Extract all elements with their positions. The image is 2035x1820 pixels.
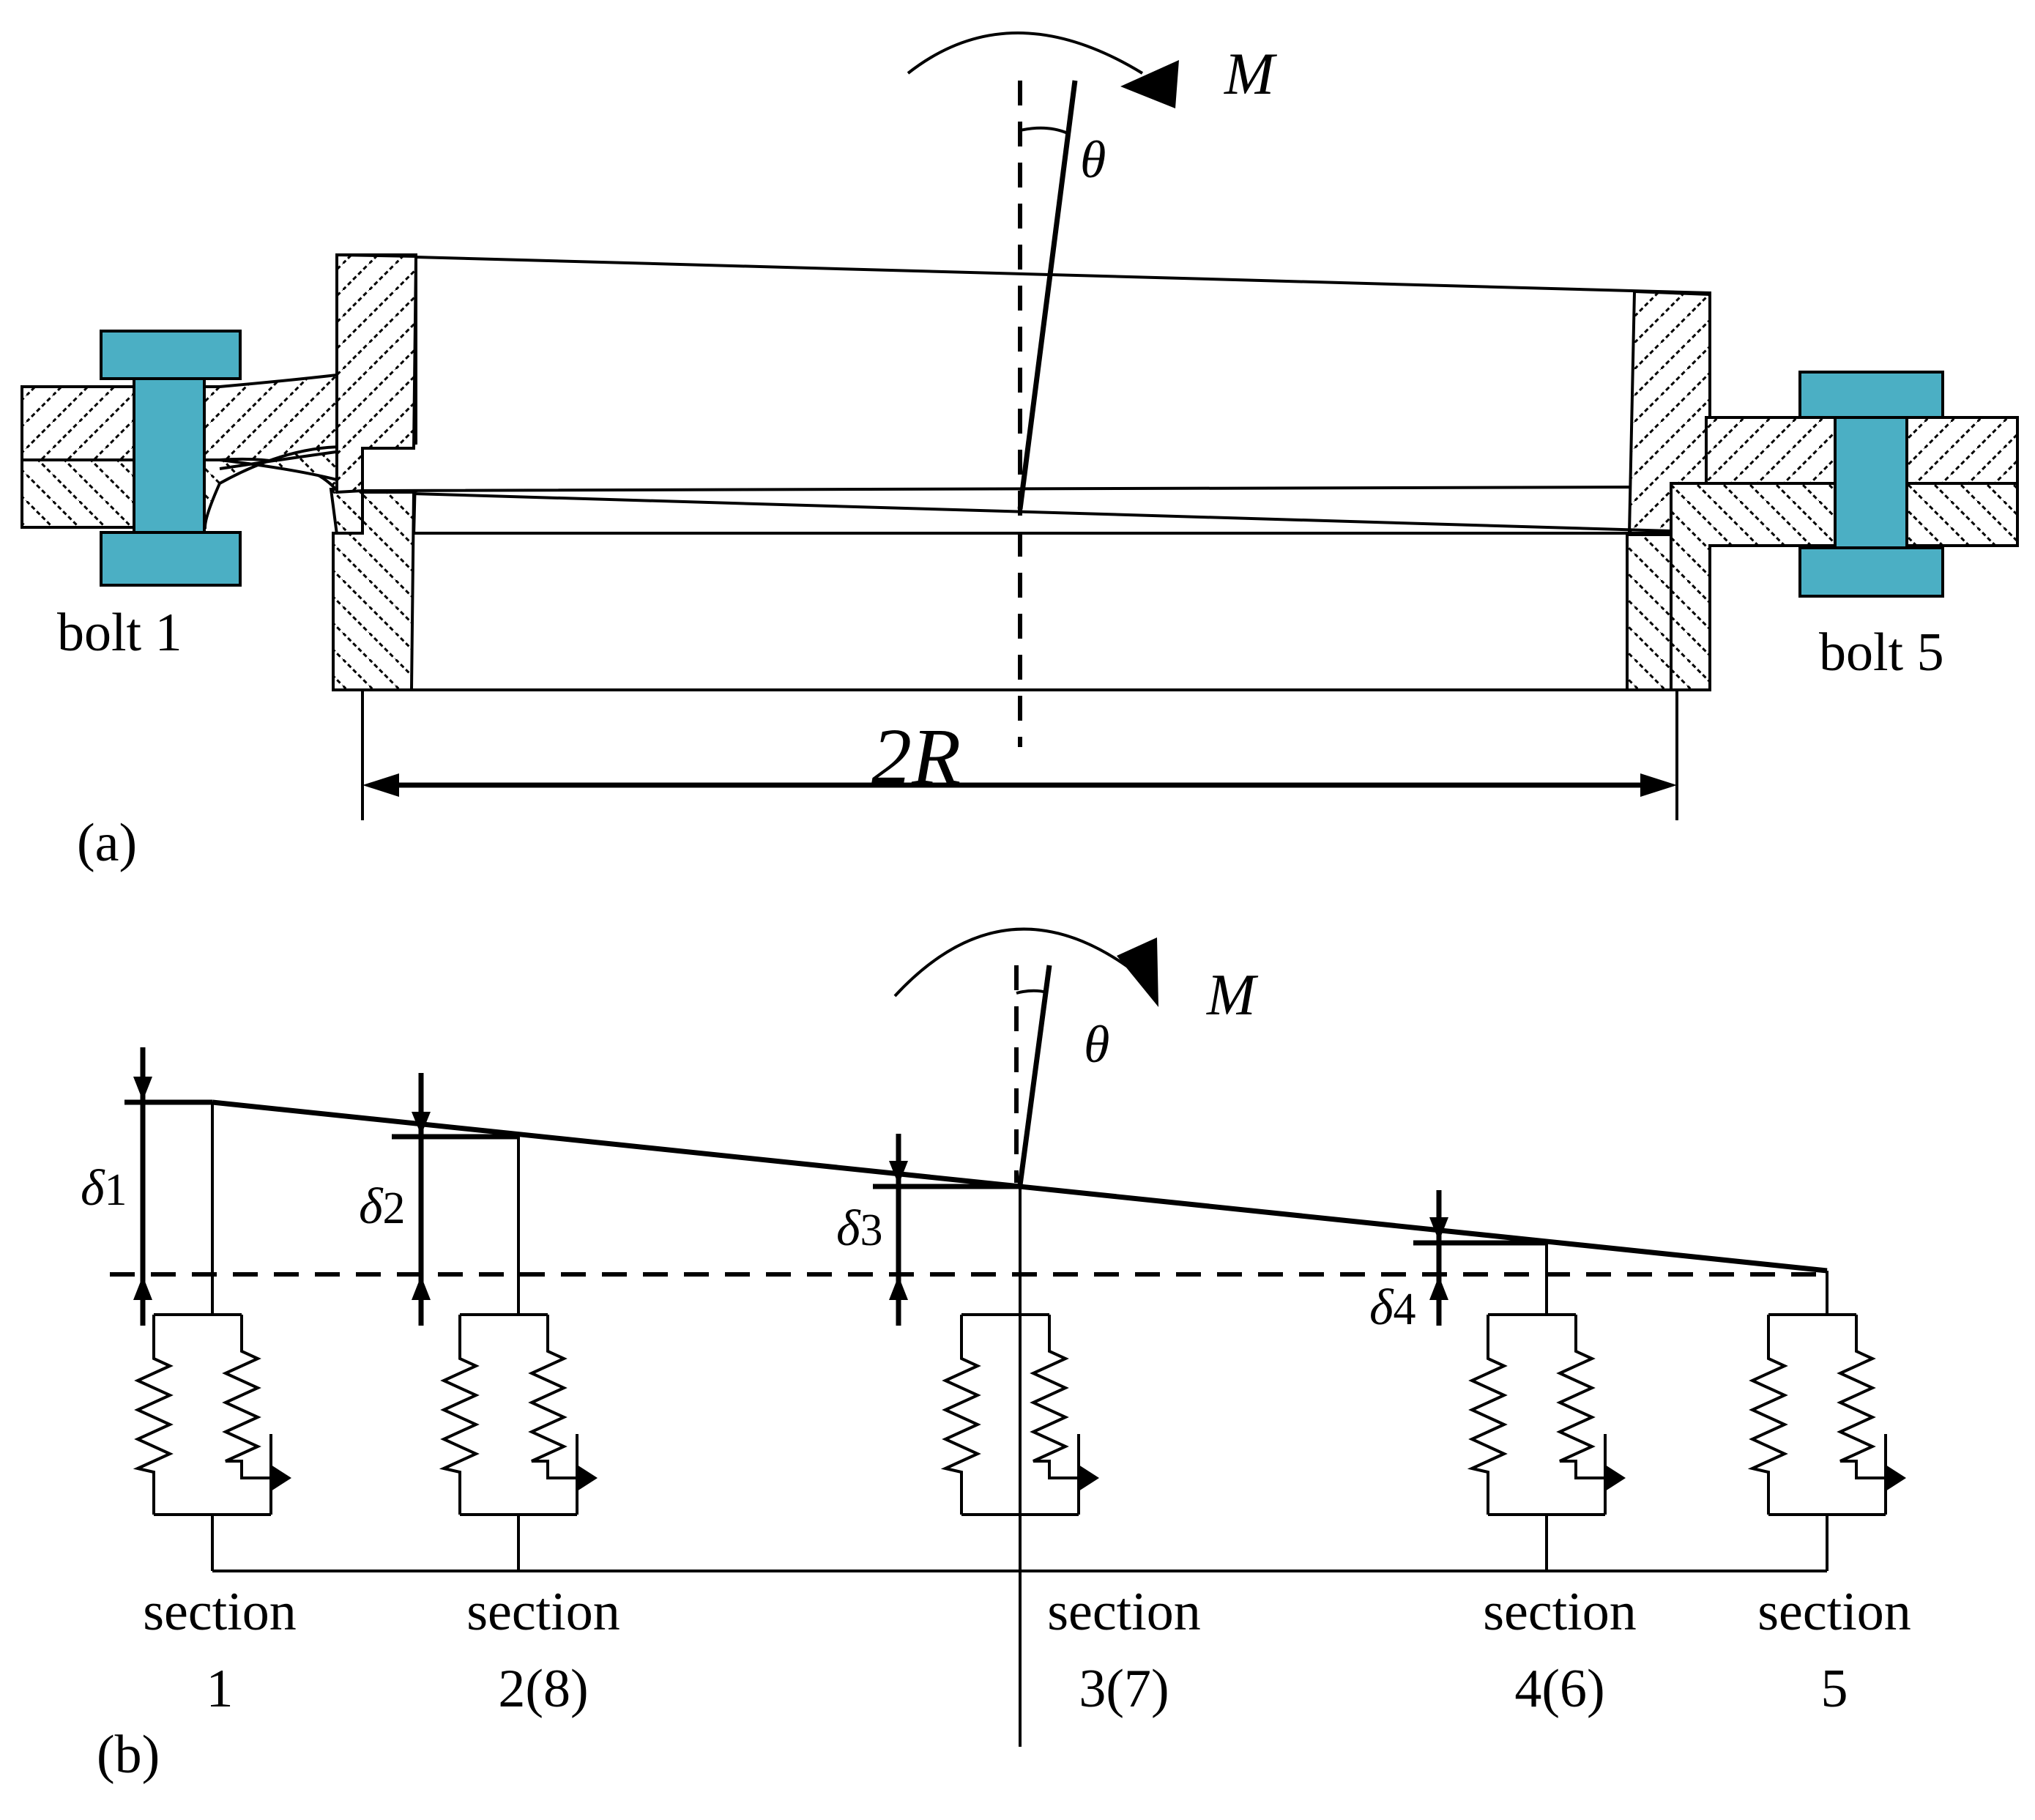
damper-spring-2-icon [528, 1315, 577, 1479]
moment-arrow-icon [1120, 60, 1179, 108]
panel-a: M θ bolt 1 bolt 5 2R (a) [21, 31, 2019, 873]
dim-arrow-left-icon [362, 773, 399, 797]
spring-3-icon [940, 1315, 981, 1515]
damper-arrow-4-icon [1605, 1465, 1626, 1491]
delta-3-label: δ3 [836, 1200, 883, 1257]
delta-4-label: δ4 [1369, 1279, 1416, 1336]
bolt-5-icon [1798, 371, 1944, 598]
moment-label-a: M [1224, 40, 1278, 107]
section-4-label: section 4(6) [1483, 1582, 1637, 1719]
damper-spring-3-icon [1030, 1315, 1079, 1479]
svg-text:section: section [1757, 1582, 1911, 1642]
svg-text:3(7): 3(7) [1079, 1659, 1169, 1719]
spring-dashpot-units [133, 1102, 1906, 1571]
spring-1-icon [133, 1315, 174, 1515]
svg-text:1: 1 [207, 1659, 234, 1719]
theta-label-a: θ [1080, 130, 1106, 189]
spring-4-icon [1467, 1315, 1508, 1515]
section-2-label: section 2(8) [466, 1582, 620, 1719]
theta-label-b: θ [1084, 1015, 1109, 1074]
svg-text:section: section [1047, 1582, 1201, 1642]
damper-arrow-2-icon [577, 1465, 598, 1491]
upper-ring-left-wall [335, 253, 418, 494]
panel-a-label: (a) [77, 813, 137, 873]
dimension-2r-label: 2R [871, 712, 961, 801]
panel-b: M θ δ1 δ2 δ3 δ4 [81, 927, 1911, 1785]
spring-5-icon [1747, 1315, 1788, 1515]
bolt-1-label: bolt 1 [57, 603, 182, 663]
damper-spring-4-icon [1556, 1315, 1605, 1479]
bolt-1-icon [100, 330, 242, 587]
spring-2-icon [439, 1315, 480, 1515]
moment-arrow-b-icon [1117, 937, 1158, 1007]
svg-text:section: section [143, 1582, 297, 1642]
svg-text:section: section [466, 1582, 620, 1642]
delta-2-label: δ2 [359, 1178, 406, 1235]
damper-arrow-5-icon [1886, 1465, 1906, 1491]
section-3-label: section 3(7) [1047, 1582, 1201, 1719]
damper-spring-1-icon [222, 1315, 271, 1479]
svg-text:4(6): 4(6) [1514, 1659, 1604, 1719]
moment-label-b: M [1206, 963, 1259, 1028]
section-5-label: section 5 [1757, 1582, 1911, 1719]
svg-text:2(8): 2(8) [498, 1659, 588, 1719]
damper-arrow-3-icon [1079, 1465, 1099, 1491]
panel-b-label: (b) [97, 1725, 160, 1785]
damper-spring-5-icon [1837, 1315, 1886, 1479]
bolt-5-label: bolt 5 [1819, 623, 1944, 683]
damper-arrow-1-icon [271, 1465, 291, 1491]
right-flange-lower [1670, 482, 2019, 691]
svg-text:section: section [1483, 1582, 1637, 1642]
delta-1-label: δ1 [81, 1160, 127, 1217]
lower-ring-left-wall [332, 491, 416, 691]
section-1-label: section 1 [143, 1582, 297, 1719]
dim-arrow-right-icon [1640, 773, 1677, 797]
svg-text:5: 5 [1821, 1659, 1848, 1719]
